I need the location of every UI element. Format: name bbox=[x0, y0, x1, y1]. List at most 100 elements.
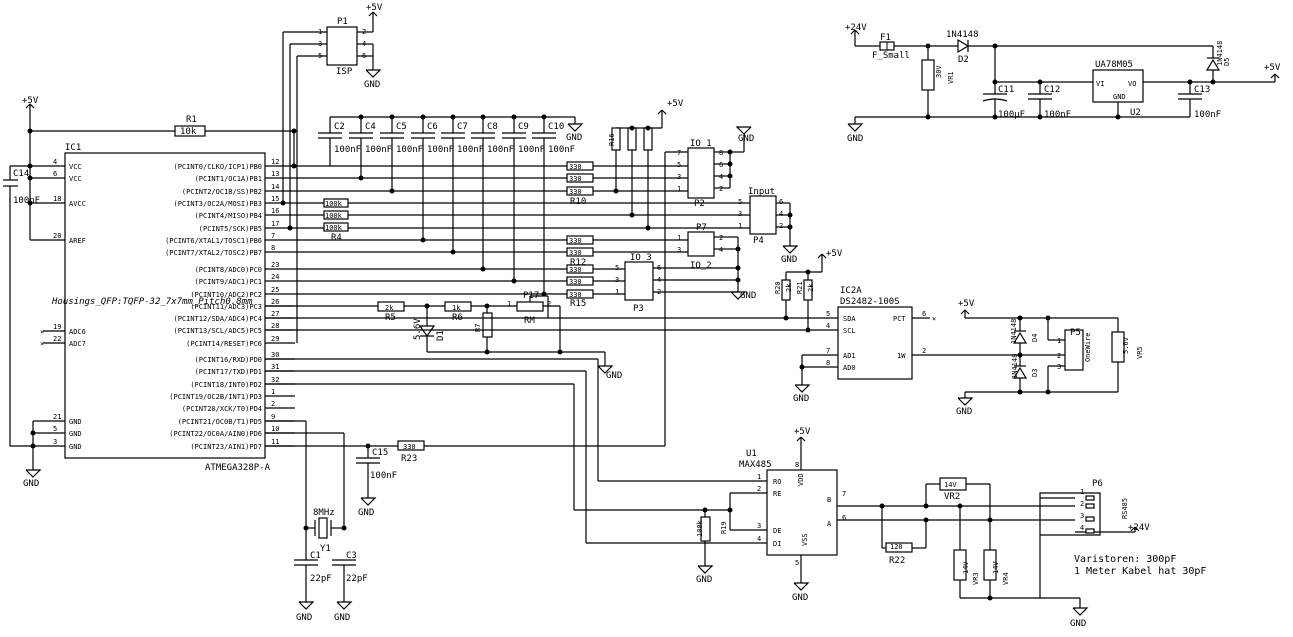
vr3-value: 14V bbox=[962, 561, 970, 574]
cap-value: 100nF bbox=[334, 145, 361, 155]
ic1-pin-name: (PCINT10/ADC2)PC2 bbox=[190, 291, 262, 299]
cap-ref: C10 bbox=[548, 122, 564, 132]
p17-name: RM bbox=[524, 316, 535, 326]
ic1-pin-name: ADC7 bbox=[69, 340, 86, 348]
gnd-label-p2: GND bbox=[738, 134, 754, 144]
svg-text:4: 4 bbox=[779, 210, 783, 218]
p7-ref: P7 bbox=[696, 223, 707, 233]
vr3-ref: VR3 bbox=[972, 572, 980, 585]
svg-text:3: 3 bbox=[677, 246, 681, 254]
cap-value: 100nF bbox=[427, 145, 454, 155]
c13-ref: C13 bbox=[1194, 85, 1210, 95]
ic1-pin-number: 25 bbox=[271, 286, 279, 294]
ic1-pin-name: (PCINT20/XCK/T0)PD4 bbox=[182, 405, 262, 413]
u1-pin-de: DE bbox=[773, 527, 781, 535]
svg-text:5: 5 bbox=[615, 264, 619, 272]
p2-io1-connector: 75 31 86 42 bbox=[677, 126, 752, 199]
ic1-pin-number: 22 bbox=[53, 335, 61, 343]
svg-text:4: 4 bbox=[757, 535, 761, 543]
ic1-pin-number: 10 bbox=[271, 425, 279, 433]
u1-pin-re: RE bbox=[773, 490, 781, 498]
r4-network: 100k 100k 100k bbox=[323, 198, 349, 232]
u1-pin-b: B bbox=[827, 496, 831, 504]
ic1-pin-name: GND bbox=[69, 430, 82, 438]
ic2-pin-1w: 1W bbox=[897, 352, 906, 360]
svg-text:6: 6 bbox=[719, 161, 723, 169]
u1-pin-vss: VSS bbox=[801, 533, 809, 546]
cap-ref: C6 bbox=[427, 122, 438, 132]
svg-text:3: 3 bbox=[757, 522, 761, 530]
u1-ref: U1 bbox=[746, 449, 757, 459]
svg-text:8: 8 bbox=[719, 149, 723, 157]
ic1-labels: IC1 ATMEGA328P-A Housings_QFP:TQFP-32_7x… bbox=[51, 143, 271, 473]
r20-ref: R20 bbox=[774, 281, 782, 294]
ic1-pin-number: 28 bbox=[271, 322, 279, 330]
svg-text:2: 2 bbox=[362, 28, 366, 36]
vr2-ref: VR2 bbox=[944, 492, 960, 502]
u1-pin-di: DI bbox=[773, 540, 781, 548]
r16-18-pullups bbox=[611, 109, 667, 231]
u2-pin-vo: VO bbox=[1128, 80, 1136, 88]
svg-text:7: 7 bbox=[842, 490, 846, 498]
r12-ref: R12 bbox=[570, 258, 586, 268]
c13-value: 100nF bbox=[1194, 110, 1221, 120]
p7-name: IO_2 bbox=[690, 261, 712, 271]
svg-text:7: 7 bbox=[826, 347, 830, 355]
cap-ref: C9 bbox=[518, 122, 529, 132]
p6-name: RS485 bbox=[1121, 498, 1129, 519]
p5-ref: P5 bbox=[1070, 328, 1081, 338]
ic1-pin-number: 1 bbox=[271, 388, 275, 396]
svg-text:6: 6 bbox=[842, 514, 846, 522]
ic1-pin-name: (PCINT16/RXD)PD0 bbox=[195, 356, 262, 364]
c15-value: 100nF bbox=[370, 471, 397, 481]
note-cable: 1 Meter Kabel hat 30pF bbox=[1074, 566, 1206, 577]
ic1-pin-number: 3 bbox=[53, 438, 57, 446]
u2-pin-vi: VI bbox=[1096, 80, 1104, 88]
cap-ref: C5 bbox=[396, 122, 407, 132]
svg-text:3: 3 bbox=[677, 173, 681, 181]
ic1-pin-number: 27 bbox=[271, 310, 279, 318]
svg-text:5: 5 bbox=[318, 52, 322, 60]
vr2-value: 14V bbox=[944, 481, 957, 489]
p7-io2-connector: 13 24 bbox=[677, 231, 730, 257]
p4-input-connector: 531 642 bbox=[738, 195, 799, 254]
svg-text:1: 1 bbox=[738, 222, 742, 230]
svg-text:8: 8 bbox=[826, 359, 830, 367]
svg-text:1: 1 bbox=[757, 473, 761, 481]
ic1-pin-name: (PCINT6/XTAL1/TOSC1)PB6 bbox=[165, 237, 262, 245]
ic1-pin-name: (PCINT14/RESET)PC6 bbox=[186, 340, 262, 348]
svg-text:5: 5 bbox=[795, 559, 799, 567]
r21-ref: R21 bbox=[796, 281, 804, 294]
svg-text:1: 1 bbox=[318, 28, 322, 36]
cap-ref: C2 bbox=[334, 122, 345, 132]
u1-part: MAX485 bbox=[739, 460, 772, 470]
ic1-pin-name: (PCINT1/OC1A)PB1 bbox=[195, 175, 262, 183]
svg-text:2: 2 bbox=[547, 300, 551, 308]
ic1-pin-name: (PCINT12/SDA/ADC4)PC4 bbox=[173, 315, 262, 323]
svg-text:100k: 100k bbox=[325, 224, 343, 232]
svg-text:1: 1 bbox=[1080, 488, 1084, 496]
d5-value: 1N4148 bbox=[1216, 41, 1224, 66]
ic1-pin-number: 15 bbox=[271, 195, 279, 203]
p1-ref: P1 bbox=[337, 17, 348, 27]
r21-value: 2k bbox=[807, 283, 815, 292]
mcu-left-wiring: ×× bbox=[3, 103, 297, 478]
cap-value: 100nF bbox=[548, 145, 575, 155]
r330-value: 330 bbox=[569, 249, 582, 257]
gnd-label-c1: GND bbox=[296, 613, 312, 623]
svg-text:4: 4 bbox=[826, 322, 830, 330]
r4-ref: R4 bbox=[331, 233, 342, 243]
ic1-pin-number: 17 bbox=[271, 220, 279, 228]
r10-ref: R10 bbox=[570, 197, 586, 207]
p17-ref: P17 bbox=[523, 291, 539, 301]
p3-io3-connector: 531 642 bbox=[615, 236, 747, 301]
v24-label-ps: +24V bbox=[845, 23, 867, 33]
ic1-pin-name: (PCINT22/OC0A/AIN0)PD6 bbox=[169, 430, 262, 438]
r15-ref: R15 bbox=[570, 299, 586, 309]
gnd-label-r19: GND bbox=[696, 575, 712, 585]
r5-value: 2k bbox=[385, 304, 394, 312]
ic1-part: ATMEGA328P-A bbox=[205, 463, 271, 473]
u1-pin-a: A bbox=[827, 520, 832, 528]
f1-value: F_Small bbox=[872, 51, 910, 61]
r6-value: 1k bbox=[452, 304, 461, 312]
